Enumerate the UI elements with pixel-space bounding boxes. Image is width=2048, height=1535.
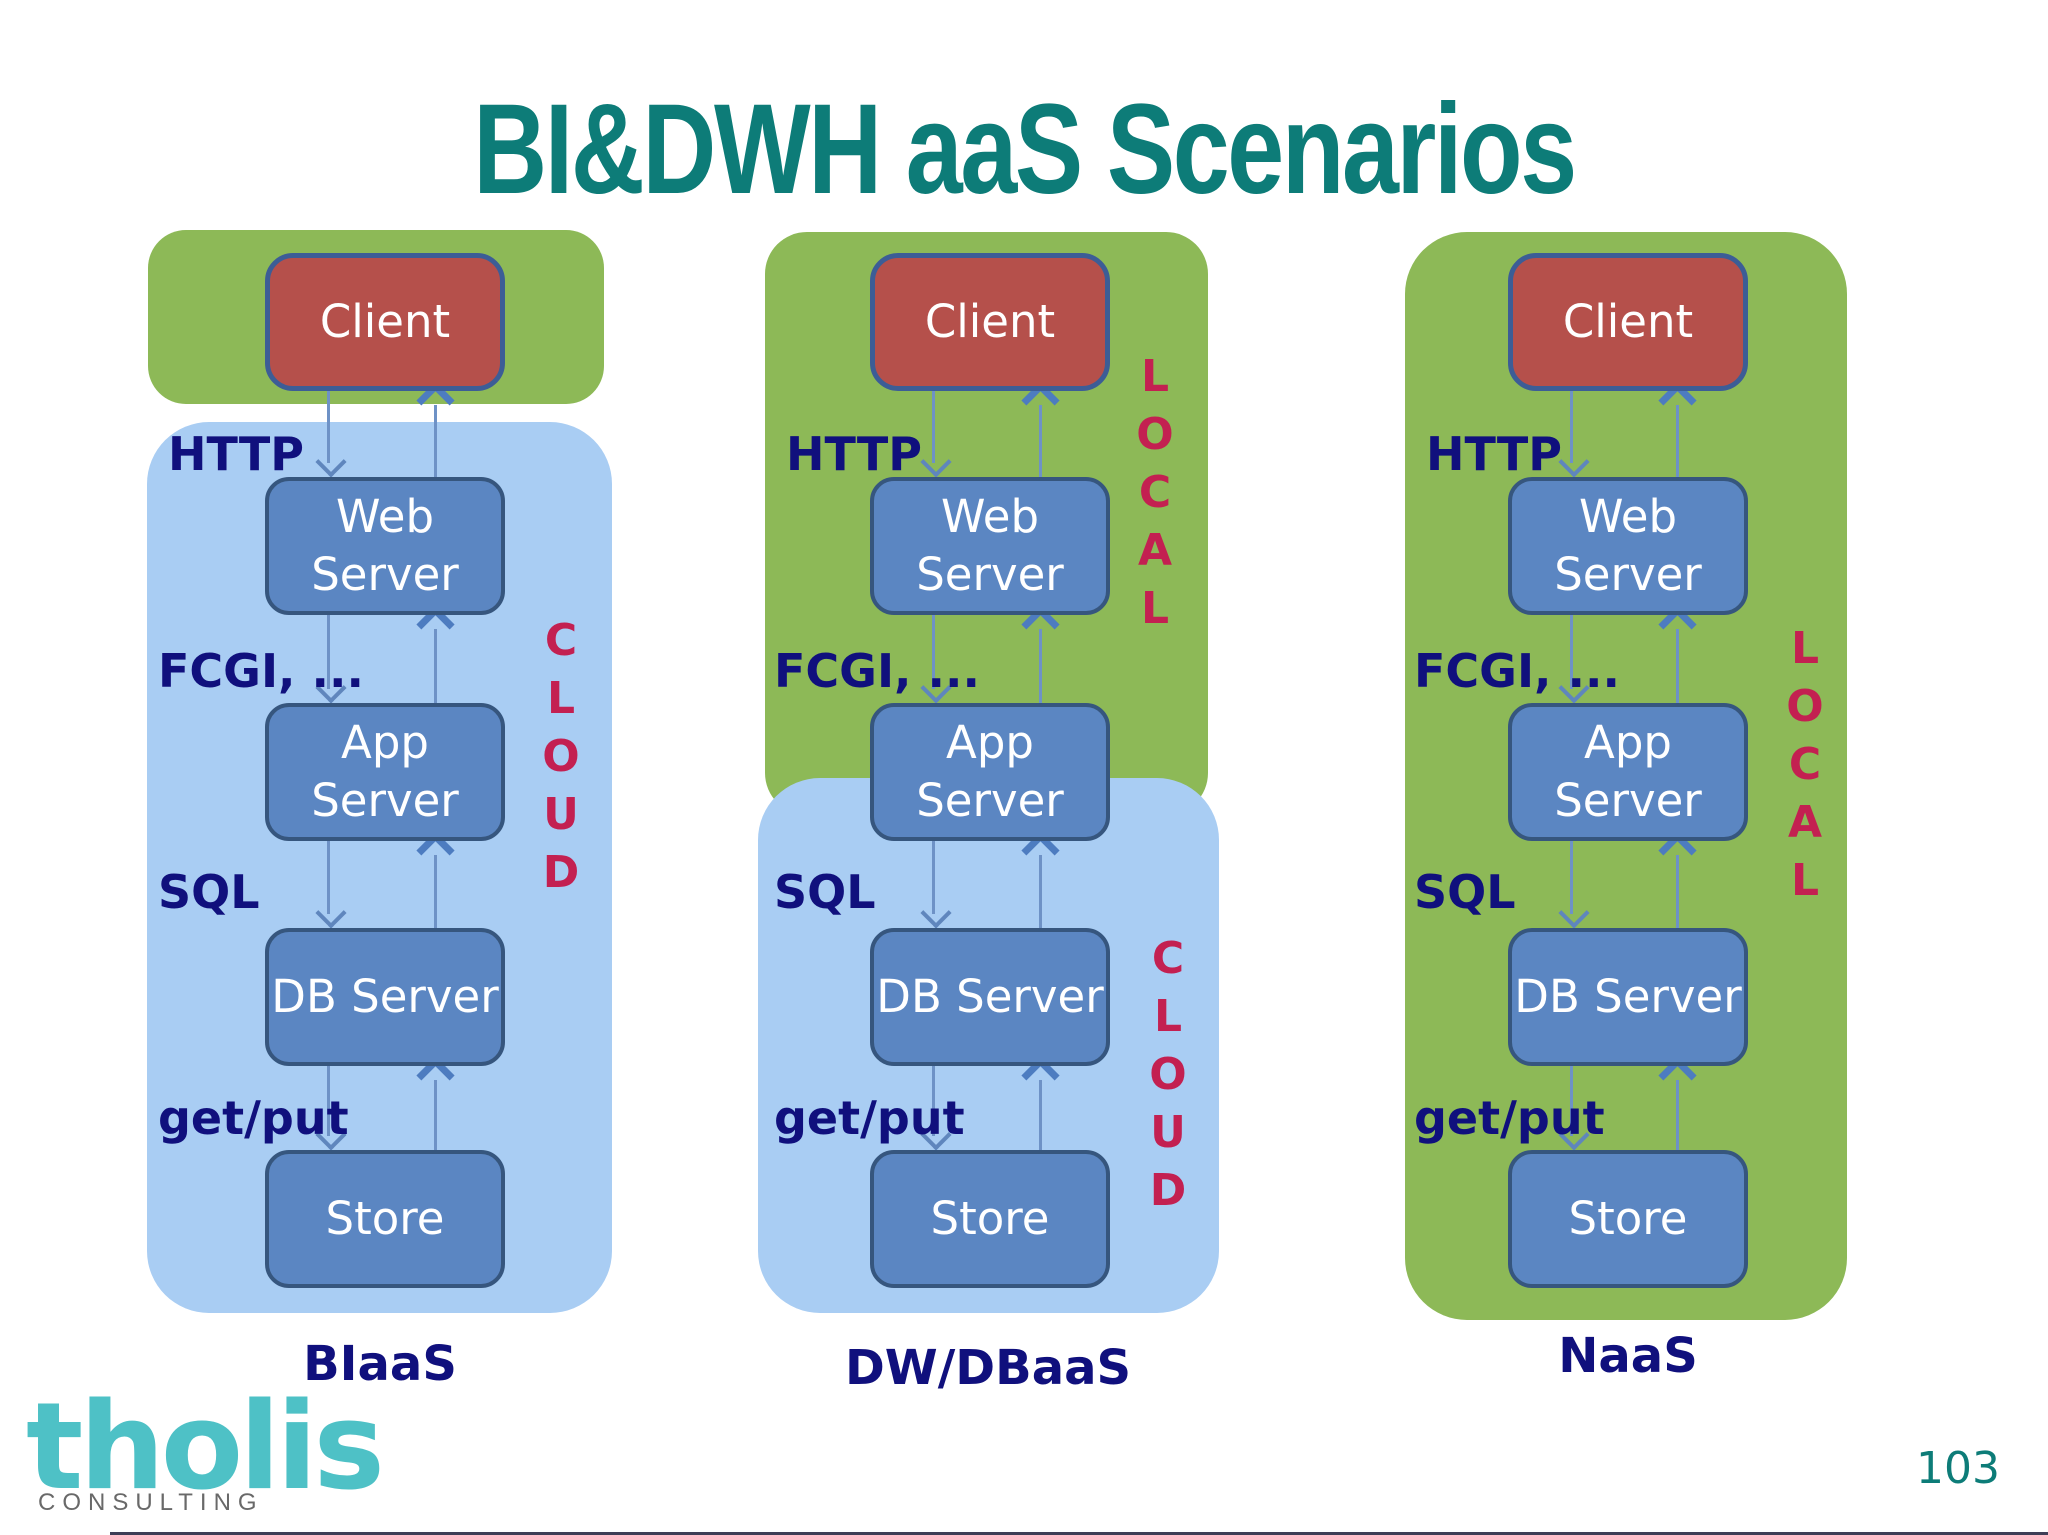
col2-node-web-server: Web Server: [870, 477, 1110, 615]
col1-caption: BIaaS: [303, 1336, 457, 1392]
col2-node-db-server: DB Server: [870, 928, 1110, 1066]
col2-node-db-server-label: DB Server: [876, 970, 1104, 1023]
col3-arrow-down-line-3: [1570, 839, 1573, 914]
col3-caption: NaaS: [1558, 1328, 1698, 1384]
col2-arrow-up-line-3: [1039, 855, 1042, 928]
col1-arrow-down-line-1: [327, 389, 330, 463]
col3-arrow-up-line-4: [1676, 1080, 1679, 1150]
col3-node-store: Store: [1508, 1150, 1748, 1288]
col3-local-zone-label: LOCAL: [1786, 623, 1824, 906]
col1-node-client: Client: [265, 253, 505, 391]
col3-arrow-down-line-4: [1570, 1064, 1573, 1136]
col2-arrow-up-line-1: [1039, 405, 1042, 477]
col2-arrow-down-line-4: [932, 1064, 935, 1136]
col1-arrow-up-line-4: [434, 1080, 437, 1150]
col2-caption: DW/DBaaS: [844, 1340, 1132, 1396]
col3-node-client-label: Client: [1562, 295, 1694, 348]
col1-arrow-down-line-4: [327, 1064, 330, 1136]
col1-arrow-down-line-3: [327, 839, 330, 914]
col3-arrow-up-line-3: [1676, 855, 1679, 928]
col1-node-db-server: DB Server: [265, 928, 505, 1066]
col3-node-app-server-label: App Server: [1554, 716, 1702, 827]
col1-cloud-zone-label: CLOUD: [542, 615, 580, 898]
col3-edge-label-fcgi: FCGI, ...: [1414, 644, 1620, 698]
col2-arrow-down-line-1: [932, 389, 935, 463]
col1-edge-label-getput: get/put: [158, 1091, 349, 1145]
col2-node-store: Store: [870, 1150, 1110, 1288]
col2-local-zone-label: LOCAL: [1136, 351, 1174, 634]
col2-arrow-down-line-3: [932, 839, 935, 914]
col3-edge-label-http: HTTP: [1426, 427, 1563, 481]
col3-arrow-up-line-2: [1676, 629, 1679, 703]
col2-edge-label-fcgi: FCGI, ...: [774, 644, 980, 698]
col2-arrow-up-line-4: [1039, 1080, 1042, 1150]
col2-arrow-down-line-2: [932, 613, 935, 689]
col3-node-app-server: App Server: [1508, 703, 1748, 841]
col2-node-app-server-label: App Server: [916, 716, 1064, 827]
col1-arrow-up-line-3: [434, 855, 437, 928]
col3-arrow-down-line-1: [1570, 389, 1573, 463]
tholis-logo: tholis: [26, 1378, 385, 1517]
col1-node-client-label: Client: [319, 295, 451, 348]
col1-edge-label-http: HTTP: [168, 427, 305, 481]
col2-cloud-zone-label: CLOUD: [1149, 933, 1187, 1216]
page-number: 103: [1916, 1443, 2000, 1494]
col3-arrow-up-line-1: [1676, 405, 1679, 477]
col3-edge-label-getput: get/put: [1414, 1091, 1605, 1145]
col1-node-db-server-label: DB Server: [271, 970, 499, 1023]
bottom-border: [110, 1532, 2048, 1535]
col3-node-client: Client: [1508, 253, 1748, 391]
col2-edge-label-sql: SQL: [774, 865, 876, 919]
col1-node-store-label: Store: [325, 1192, 445, 1245]
col2-node-client-label: Client: [924, 295, 1056, 348]
col3-node-web-server-label: Web Server: [1554, 490, 1702, 601]
slide-title: BI&DWH aaS Scenarios: [473, 78, 1577, 221]
col1-node-app-server: App Server: [265, 703, 505, 841]
tholis-logo-tagline: CONSULTING: [38, 1489, 264, 1516]
col1-node-web-server: Web Server: [265, 477, 505, 615]
col3-node-db-server: DB Server: [1508, 928, 1748, 1066]
col3-node-store-label: Store: [1568, 1192, 1688, 1245]
col1-edge-label-fcgi: FCGI, ...: [158, 644, 364, 698]
col2-node-web-server-label: Web Server: [916, 490, 1064, 601]
col3-node-db-server-label: DB Server: [1514, 970, 1742, 1023]
col2-node-store-label: Store: [930, 1192, 1050, 1245]
col2-edge-label-http: HTTP: [786, 427, 923, 481]
col3-arrow-down-line-2: [1570, 613, 1573, 689]
col1-node-app-server-label: App Server: [311, 716, 459, 827]
col1-arrow-up-line-1: [434, 405, 437, 477]
col2-edge-label-getput: get/put: [774, 1091, 965, 1145]
col1-node-store: Store: [265, 1150, 505, 1288]
col2-node-app-server: App Server: [870, 703, 1110, 841]
col3-node-web-server: Web Server: [1508, 477, 1748, 615]
col3-edge-label-sql: SQL: [1414, 865, 1516, 919]
col2-arrow-up-line-2: [1039, 629, 1042, 703]
col1-arrow-up-line-2: [434, 629, 437, 703]
col1-node-web-server-label: Web Server: [311, 490, 459, 601]
col1-arrow-down-line-2: [327, 613, 330, 689]
col1-edge-label-sql: SQL: [158, 865, 260, 919]
col2-node-client: Client: [870, 253, 1110, 391]
